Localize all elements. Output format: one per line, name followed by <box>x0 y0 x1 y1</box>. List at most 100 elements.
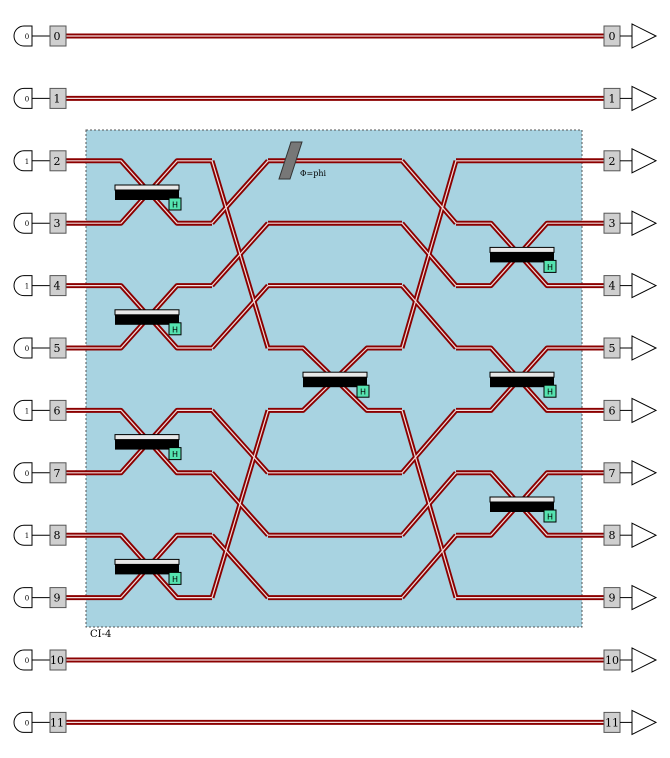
output-mode-label: 3 <box>609 217 616 230</box>
beam-splitter-4: H <box>114 558 182 585</box>
output-mode-label: 11 <box>605 716 619 729</box>
beam-splitter-3: H <box>114 434 182 461</box>
detector-triangle <box>631 584 658 611</box>
input-mode-label: 2 <box>54 155 61 168</box>
hadamard-label: H <box>172 201 178 210</box>
output-mode-label: 1 <box>609 92 616 105</box>
input-mode-label: 6 <box>54 404 61 417</box>
hadamard-badge <box>543 384 557 398</box>
perm1-5-4-core <box>211 285 269 349</box>
perm2-9-8-core <box>401 534 457 598</box>
output-detector-mode-4: 4 <box>603 272 658 299</box>
beam-splitter-1: H <box>114 184 182 211</box>
detector-triangle <box>631 522 658 549</box>
photon-count: 1 <box>25 158 29 166</box>
input-port <box>49 337 67 359</box>
input-port <box>49 275 67 297</box>
waveguide-wires-inner <box>66 35 604 723</box>
hadamard-label: H <box>547 513 553 522</box>
perm1-8-9-core <box>211 534 269 599</box>
hadamard-badge <box>543 509 557 523</box>
circuit-region-label: CI-4 <box>90 629 111 640</box>
output-detector-mode-3: 3 <box>603 210 658 237</box>
perm2-8-7-core <box>401 472 457 536</box>
perm2-2-3-core <box>401 160 457 224</box>
detector-triangle <box>631 647 658 673</box>
input-mode-label: 7 <box>54 467 61 480</box>
photon-count: 1 <box>25 407 29 415</box>
hadamard-badge <box>168 322 182 336</box>
input-mode-label: 8 <box>54 529 61 542</box>
photon-count: 0 <box>25 470 29 478</box>
input-mode-label: 3 <box>54 217 61 230</box>
output-detector-mode-6: 6 <box>603 397 658 424</box>
output-mode-label: 5 <box>609 342 616 355</box>
output-detector-mode-9: 9 <box>603 584 658 611</box>
input-mode-label: 10 <box>50 654 64 667</box>
hadamard-label: H <box>547 388 553 397</box>
photon-source <box>13 25 33 47</box>
output-detector-mode-5: 5 <box>603 335 658 361</box>
hadamard-badge <box>168 571 182 585</box>
perm1-4-3-core <box>211 222 269 287</box>
photon-source <box>13 524 33 546</box>
detector-triangle <box>631 459 658 486</box>
detector-triangle <box>631 272 658 299</box>
output-detector-mode-1: 1 <box>603 85 658 112</box>
input-port <box>49 87 67 109</box>
beam-splitter-6: H <box>489 246 557 273</box>
input-port <box>49 150 67 172</box>
photon-count: 0 <box>25 719 29 727</box>
photon-source <box>13 212 33 234</box>
input-source-mode-11: 0 11 <box>13 711 67 733</box>
phase-label: Φ=phi <box>300 169 327 178</box>
photon-source <box>13 649 33 671</box>
output-mode-label: 2 <box>609 155 616 168</box>
detector-triangle <box>631 85 658 112</box>
input-mode-label: 0 <box>54 30 61 43</box>
input-mode-label: 4 <box>54 280 61 293</box>
photon-source <box>13 275 33 297</box>
hadamard-badge <box>168 197 182 211</box>
input-mode-label: 5 <box>54 342 61 355</box>
photon-count: 1 <box>25 283 29 291</box>
hadamard-badge <box>356 384 370 398</box>
output-detector-mode-11: 11 <box>603 709 658 736</box>
output-detector-mode-2: 2 <box>603 147 658 174</box>
beam-splitter-5: H <box>302 371 370 398</box>
output-detector-mode-8: 8 <box>603 522 658 549</box>
detector-triangle <box>631 210 658 237</box>
photon-count: 0 <box>25 595 29 603</box>
output-mode-label: 4 <box>609 280 616 293</box>
photon-count: 0 <box>25 95 29 103</box>
input-port <box>49 399 67 421</box>
perm1-6-7-core <box>211 409 269 474</box>
input-port <box>49 212 67 234</box>
photon-source <box>13 462 33 484</box>
photon-source <box>13 87 33 109</box>
photon-source <box>13 587 33 609</box>
input-mode-label: 11 <box>50 716 64 729</box>
hadamard-badge <box>543 259 557 273</box>
perm1-3-2-core <box>211 160 269 224</box>
output-mode-label: 0 <box>609 30 616 43</box>
photon-source <box>13 711 33 733</box>
perm2-4-5-core <box>401 285 457 349</box>
input-mode-label: 1 <box>54 92 61 105</box>
input-port <box>49 462 67 484</box>
hadamard-label: H <box>172 575 178 584</box>
photon-count: 0 <box>25 345 29 353</box>
phase-shifter: Φ=phi <box>278 141 327 180</box>
perm2-5-2-core <box>401 160 457 349</box>
output-detector-mode-10: 10 <box>603 647 658 673</box>
hadamard-label: H <box>172 450 178 459</box>
